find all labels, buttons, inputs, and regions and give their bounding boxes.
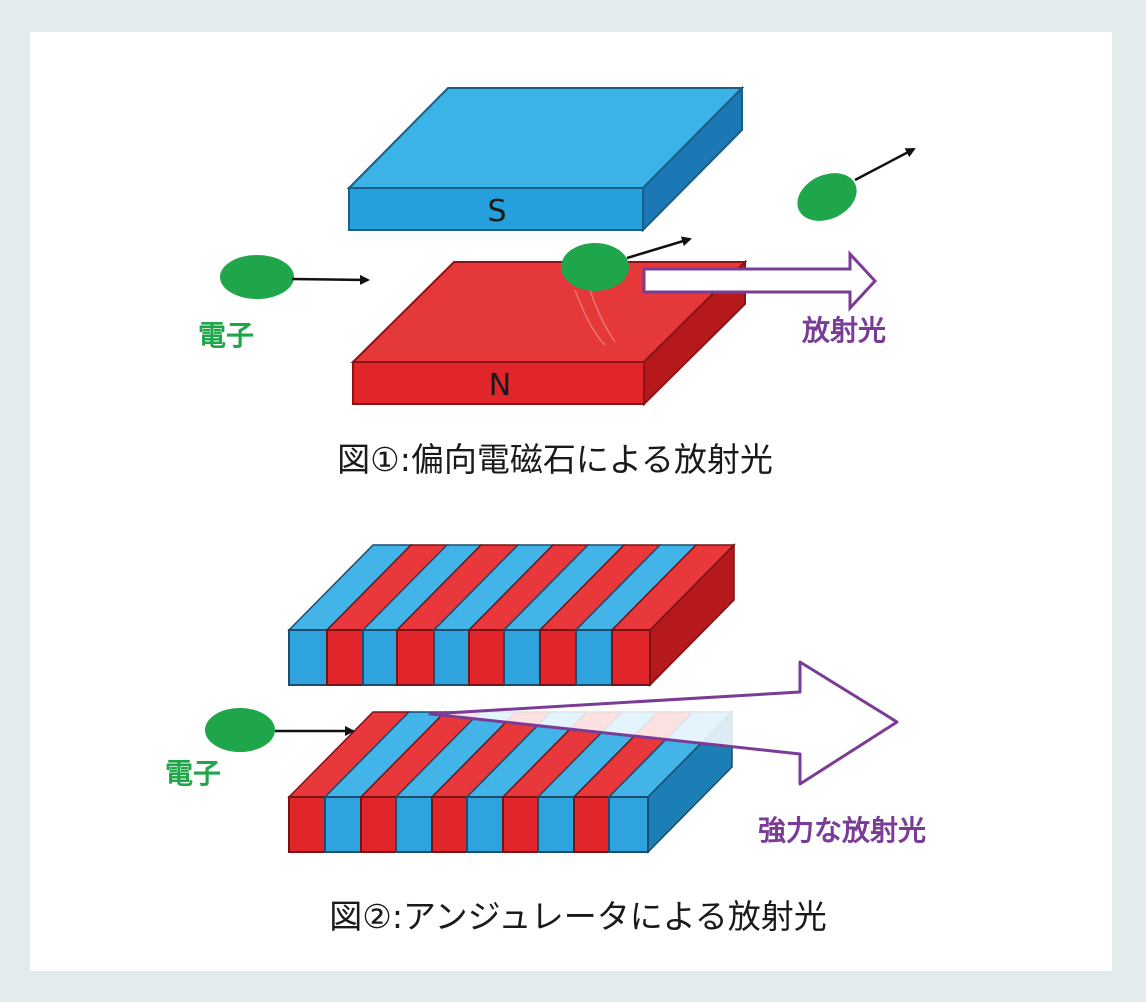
electron-incoming-2: [205, 708, 275, 752]
electron-deflecting: [561, 243, 629, 291]
electron-direction-arrow: [854, 147, 916, 182]
strong-radiation-arrow: [428, 660, 899, 786]
undulator-bottom-array: [287, 710, 734, 854]
n-pole-label: N: [489, 368, 511, 403]
electron-incoming: [220, 255, 294, 299]
figure-1-bending-magnet: S N 電子 放射光 図①:偏向電磁石による放射光: [198, 85, 916, 479]
caption-figure-1: 図①:偏向電磁石による放射光: [337, 440, 773, 479]
undulator-top-array: [287, 543, 736, 687]
radiation-label-2: 強力な放射光: [758, 814, 926, 847]
trajectory-curve: [574, 289, 616, 346]
electron-label-2: 電子: [165, 757, 221, 790]
electron-direction-arrow: [291, 274, 370, 285]
s-pole-label: S: [487, 194, 506, 229]
s-magnet: S: [346, 85, 745, 233]
electron-direction-arrow: [626, 236, 692, 260]
electron-outgoing: [797, 173, 857, 221]
electron-label-1: 電子: [198, 319, 254, 352]
radiation-arrow: [642, 250, 878, 312]
radiation-label-1: 放射光: [801, 314, 886, 347]
caption-figure-2: 図②:アンジュレータによる放射光: [329, 897, 826, 936]
figure-2-undulator: 電子 強力な放射光 図②:アンジュレータによる放射光: [165, 543, 926, 936]
